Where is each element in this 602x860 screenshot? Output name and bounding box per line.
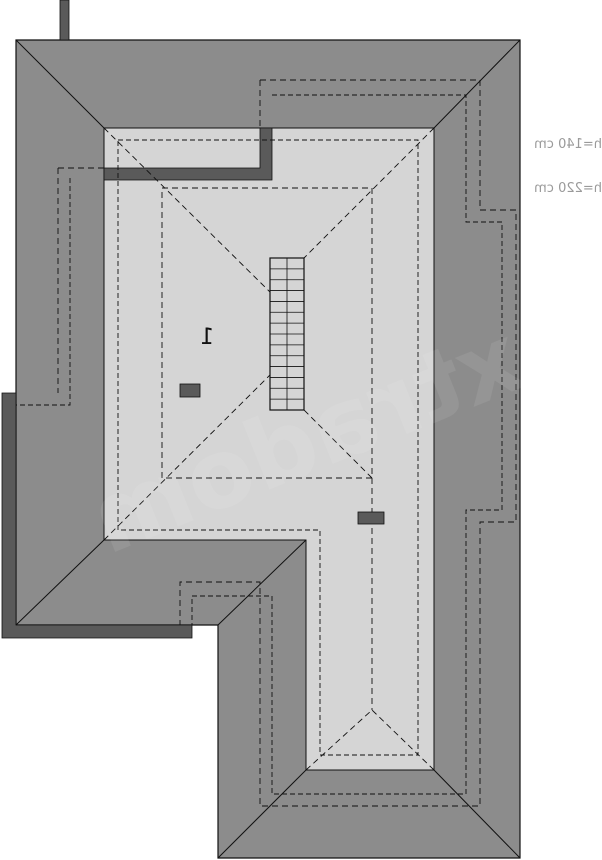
roof-window	[357, 511, 385, 525]
ceiling-outline	[103, 127, 435, 771]
legend: h=140 cm h=220 cm	[534, 137, 602, 196]
height-line-140	[57, 79, 517, 807]
interior-wall	[103, 127, 273, 181]
chimney	[59, 0, 70, 41]
room-label: 1	[200, 325, 214, 350]
height-line-220	[16, 94, 503, 795]
roof-hip-lines	[15, 39, 521, 859]
legend-entry: h=220 cm	[534, 181, 602, 196]
roof-window	[179, 383, 201, 398]
staircase	[269, 257, 305, 411]
legend-entry: h=140 cm	[534, 137, 602, 152]
